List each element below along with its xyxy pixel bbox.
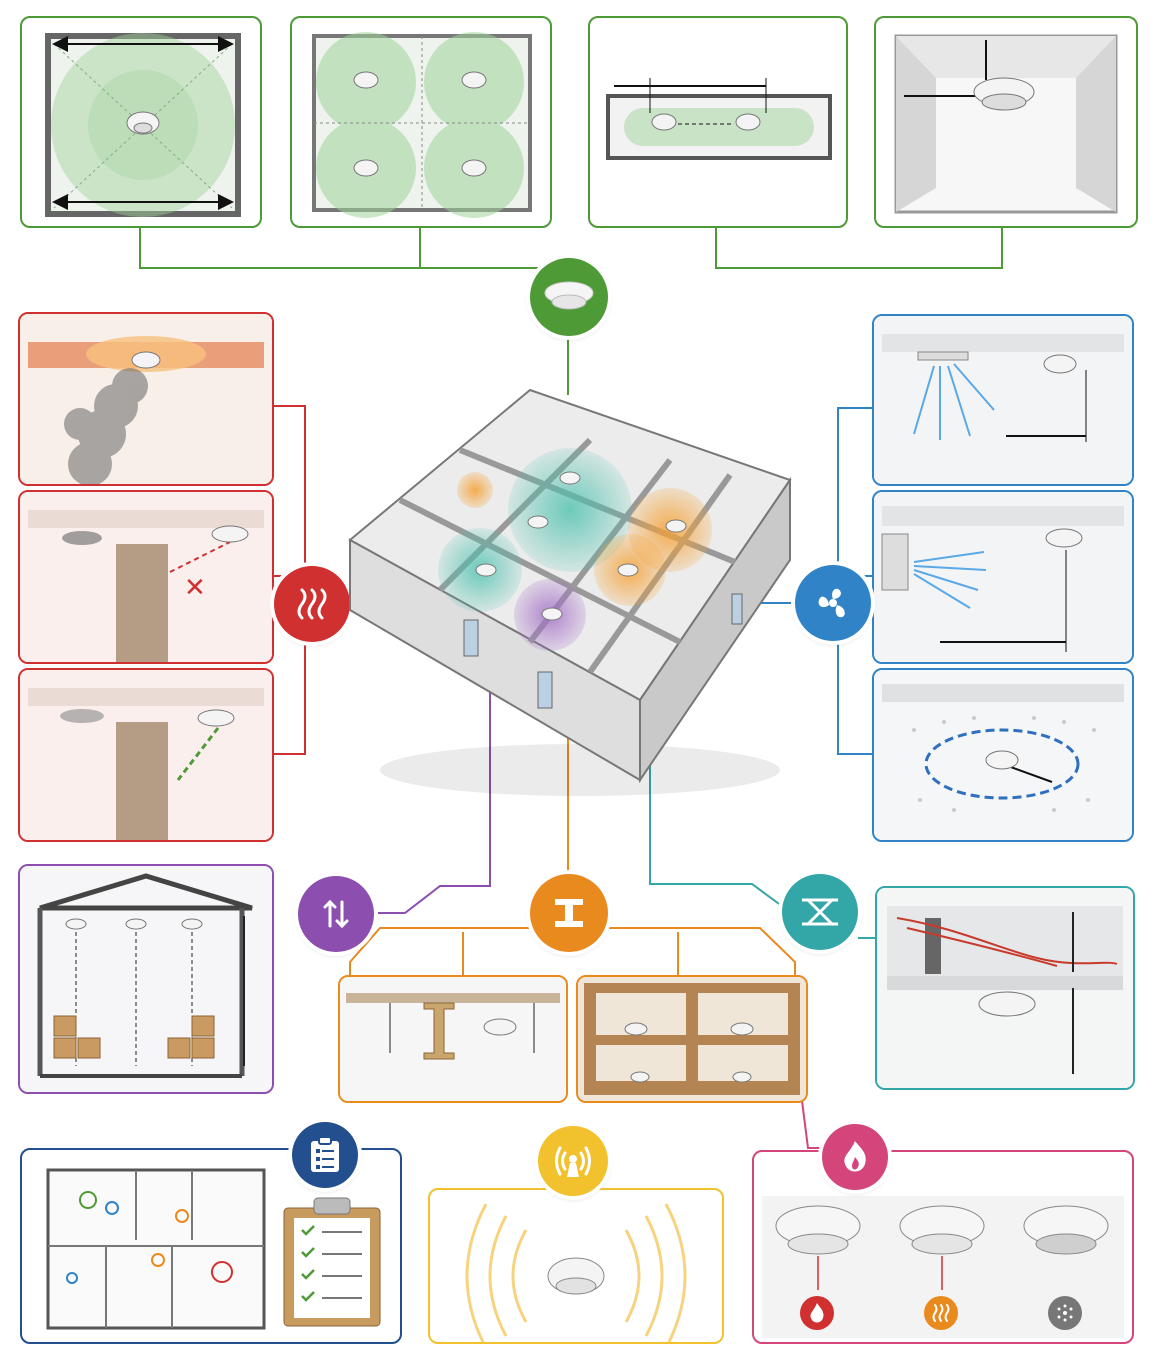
heat-waves-icon bbox=[297, 588, 327, 620]
heat-panel-clear-path bbox=[18, 668, 274, 842]
ceiling-void-panel bbox=[875, 886, 1135, 1090]
airflow-panel-wall-vent bbox=[872, 490, 1134, 664]
signal-hub[interactable] bbox=[538, 1126, 608, 1196]
flame-icon bbox=[844, 1141, 866, 1172]
detector-type-smoke bbox=[1048, 1296, 1082, 1330]
fan-icon bbox=[818, 588, 845, 618]
heat-hub[interactable] bbox=[274, 566, 350, 642]
detector-types-hub[interactable] bbox=[822, 1124, 888, 1190]
ceiling-height-hub[interactable] bbox=[298, 876, 374, 952]
coverage-panel-single bbox=[20, 16, 262, 228]
airflow-panel-perforated-ceiling bbox=[872, 668, 1134, 842]
coverage-panel-wall-distance bbox=[874, 16, 1138, 228]
ceiling-void-hub[interactable] bbox=[782, 874, 858, 950]
planning-panel bbox=[20, 1148, 402, 1344]
detector-types-panel bbox=[752, 1150, 1134, 1344]
planning-hub[interactable] bbox=[292, 1122, 358, 1188]
beams-hub[interactable] bbox=[530, 874, 608, 952]
placement-hub[interactable] bbox=[530, 258, 608, 336]
building-floorplan-3d bbox=[348, 388, 792, 796]
clipboard-checklist-icon bbox=[311, 1136, 339, 1172]
detector-type-flame bbox=[800, 1296, 834, 1330]
coverage-panel-grid bbox=[290, 16, 552, 228]
detector-type-heat bbox=[924, 1296, 958, 1330]
beams-panel-joists bbox=[576, 975, 808, 1103]
svg-text:✕: ✕ bbox=[184, 573, 206, 603]
coverage-panel-corridor bbox=[588, 16, 848, 228]
ceiling-height-panel-warehouse bbox=[18, 864, 274, 1094]
heat-waves-icon bbox=[932, 1304, 950, 1322]
ceiling-void-icon bbox=[802, 898, 838, 926]
smoke-particles-icon bbox=[1057, 1304, 1073, 1322]
airflow-panel-supply-vent bbox=[872, 314, 1134, 486]
heat-panel-smoke-rising bbox=[18, 312, 274, 486]
smoke-detector-icon bbox=[544, 281, 594, 310]
i-beam-icon bbox=[555, 899, 583, 927]
flame-icon bbox=[810, 1303, 824, 1323]
wireless-signal-icon bbox=[555, 1146, 591, 1177]
rotate-arrows-icon bbox=[323, 899, 349, 929]
heat-panel-obstructed: ✕ bbox=[18, 490, 274, 664]
wireless-signal-panel bbox=[428, 1188, 724, 1344]
airflow-hub[interactable] bbox=[795, 565, 871, 641]
beams-panel-side-view bbox=[338, 975, 568, 1103]
